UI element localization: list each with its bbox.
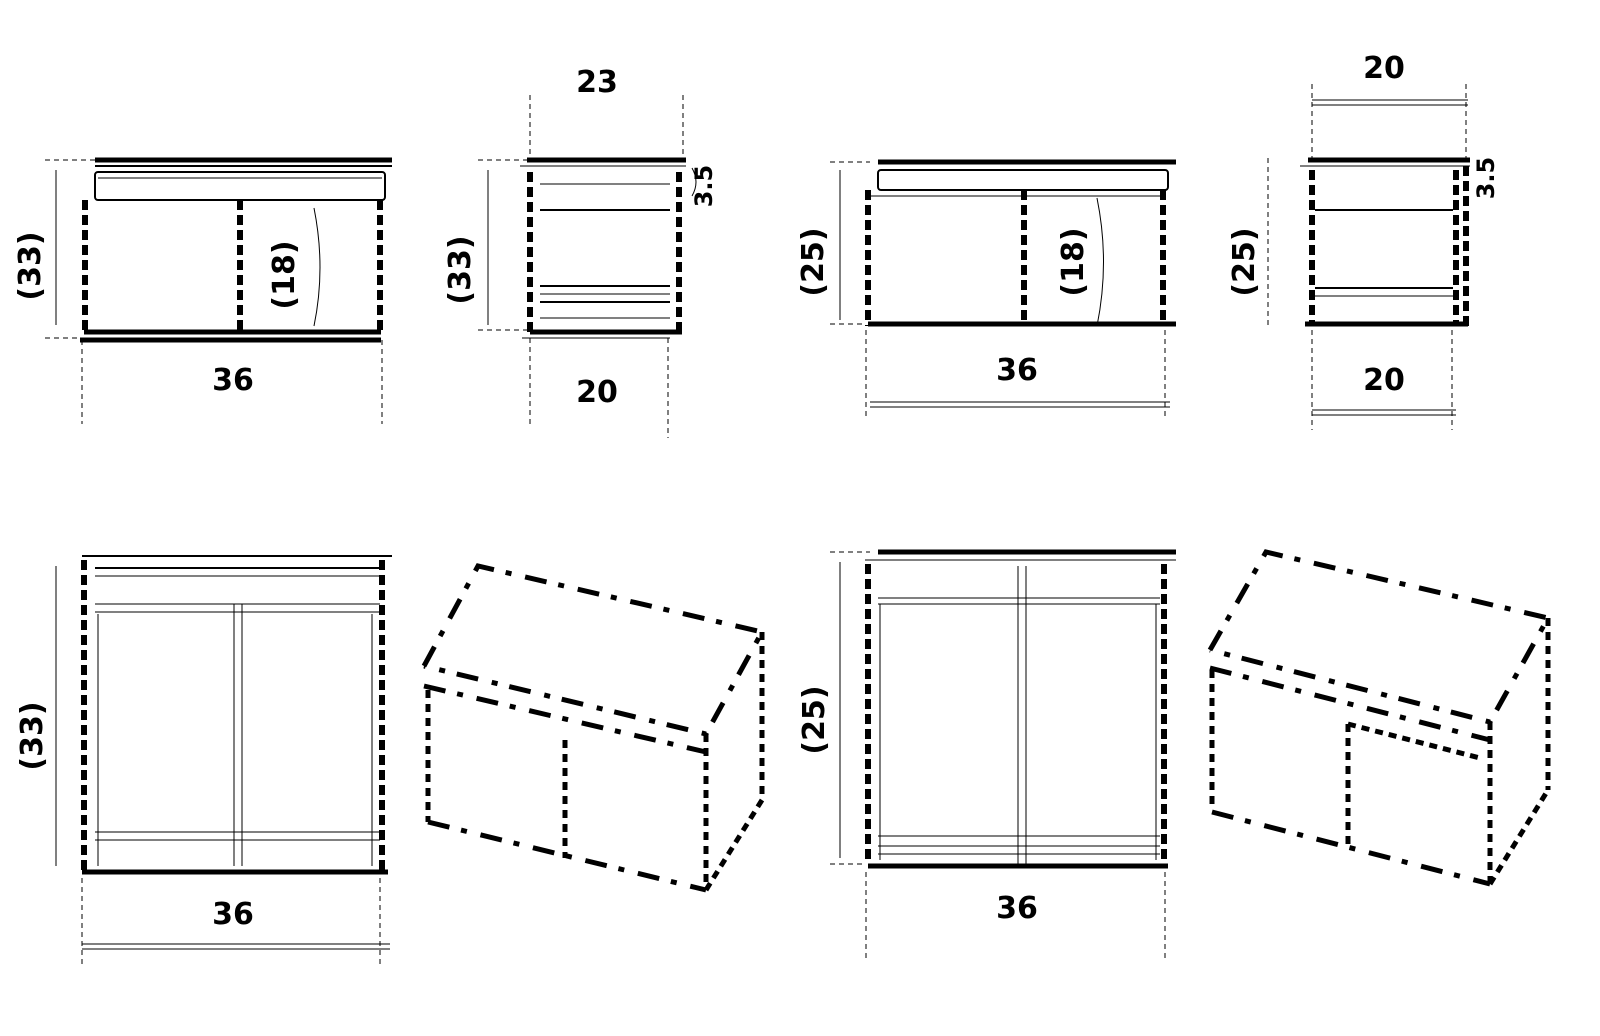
dim-shelf: 3.5 bbox=[690, 165, 718, 208]
interior-elevation-1: (33) 36 bbox=[15, 555, 392, 968]
dim-depth-bottom: 20 bbox=[576, 375, 618, 410]
dim-inner-height: (18) bbox=[267, 240, 302, 309]
dim-height: (33) bbox=[15, 701, 50, 770]
isometric-view-2 bbox=[1207, 549, 1552, 887]
dim-inner-height: (18) bbox=[1056, 227, 1091, 296]
isometric-view-1 bbox=[421, 563, 766, 893]
front-elevation-1: (33) (18) 36 bbox=[13, 157, 392, 424]
dim-height: (25) bbox=[796, 227, 831, 296]
dim-depth-top: 23 bbox=[576, 65, 618, 100]
dim-depth-bottom: 20 bbox=[1363, 363, 1405, 398]
interior-elevation-2: (25) 36 bbox=[797, 549, 1176, 958]
front-elevation-2: (25) (18) 36 bbox=[796, 159, 1176, 420]
dim-height: (25) bbox=[1227, 227, 1262, 296]
dim-depth-top: 20 bbox=[1363, 51, 1405, 86]
dim-height: (33) bbox=[443, 235, 478, 304]
side-elevation-2: 20 3.5 (25) 20 bbox=[1227, 51, 1500, 430]
dim-height: (25) bbox=[797, 685, 832, 754]
dim-width: 36 bbox=[996, 353, 1038, 388]
dim-height: (33) bbox=[13, 231, 48, 300]
dim-shelf: 3.5 bbox=[1472, 157, 1500, 200]
dim-width: 36 bbox=[212, 897, 254, 932]
dim-width: 36 bbox=[212, 363, 254, 398]
dim-width: 36 bbox=[996, 891, 1038, 926]
side-elevation-1: 23 (33) 3.5 20 bbox=[443, 65, 718, 438]
